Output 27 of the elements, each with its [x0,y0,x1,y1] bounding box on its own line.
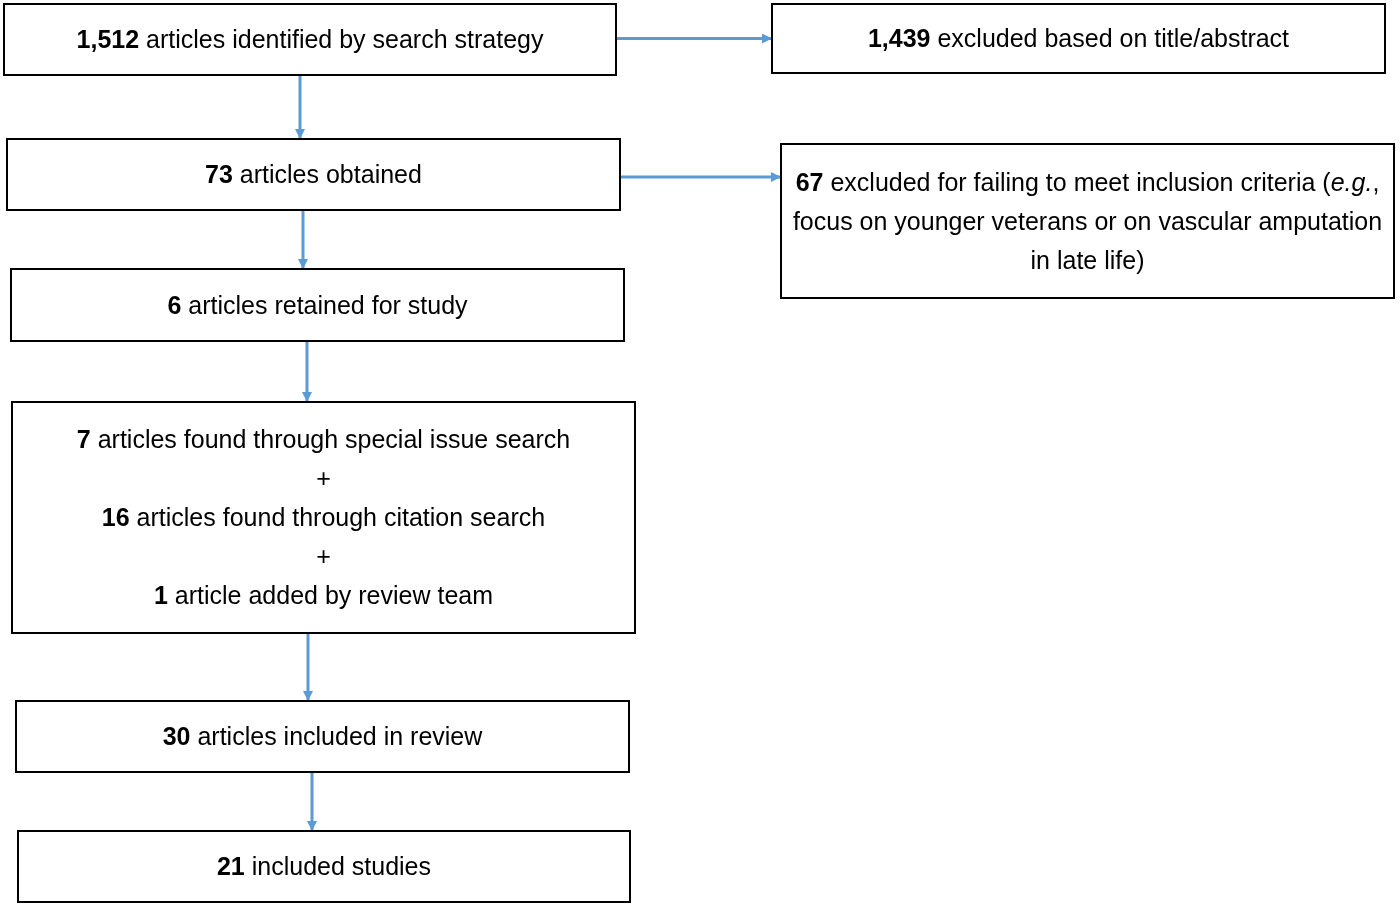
process-box [6,138,621,211]
box-text: 1,439 excluded based on title/abstract [867,23,1290,54]
process-box [771,3,1386,74]
box-text: 16 articles found through citation search [101,502,546,533]
process-box [17,830,631,903]
box-text: 6 articles retained for study [167,289,468,321]
process-box [780,143,1395,299]
box-text: + [316,463,331,494]
arrow [617,33,772,44]
process-box [10,268,625,342]
box-text: 21 included studies [216,851,431,882]
box-text: 73 articles obtained [205,159,422,190]
arrow [303,634,313,701]
box-text: 1 article added by review team [153,580,494,611]
arrow [621,172,781,182]
box-text: 7 articles found through special issue search [76,424,571,455]
arrow [295,76,305,139]
box-text: 1,512 articles identified by search strategy [76,24,544,55]
box-text: + [316,541,331,572]
box-text: 67 excluded for failing to meet inclusion criteria (e.g., focus on younger veterans or on vascular amputation in late life) [791,166,1384,276]
process-box [15,700,630,773]
process-box [3,3,617,76]
process-box [11,401,636,634]
box-text: 30 articles included in review [162,721,483,752]
arrow [302,342,312,402]
arrow [298,211,308,269]
arrow [307,773,317,831]
